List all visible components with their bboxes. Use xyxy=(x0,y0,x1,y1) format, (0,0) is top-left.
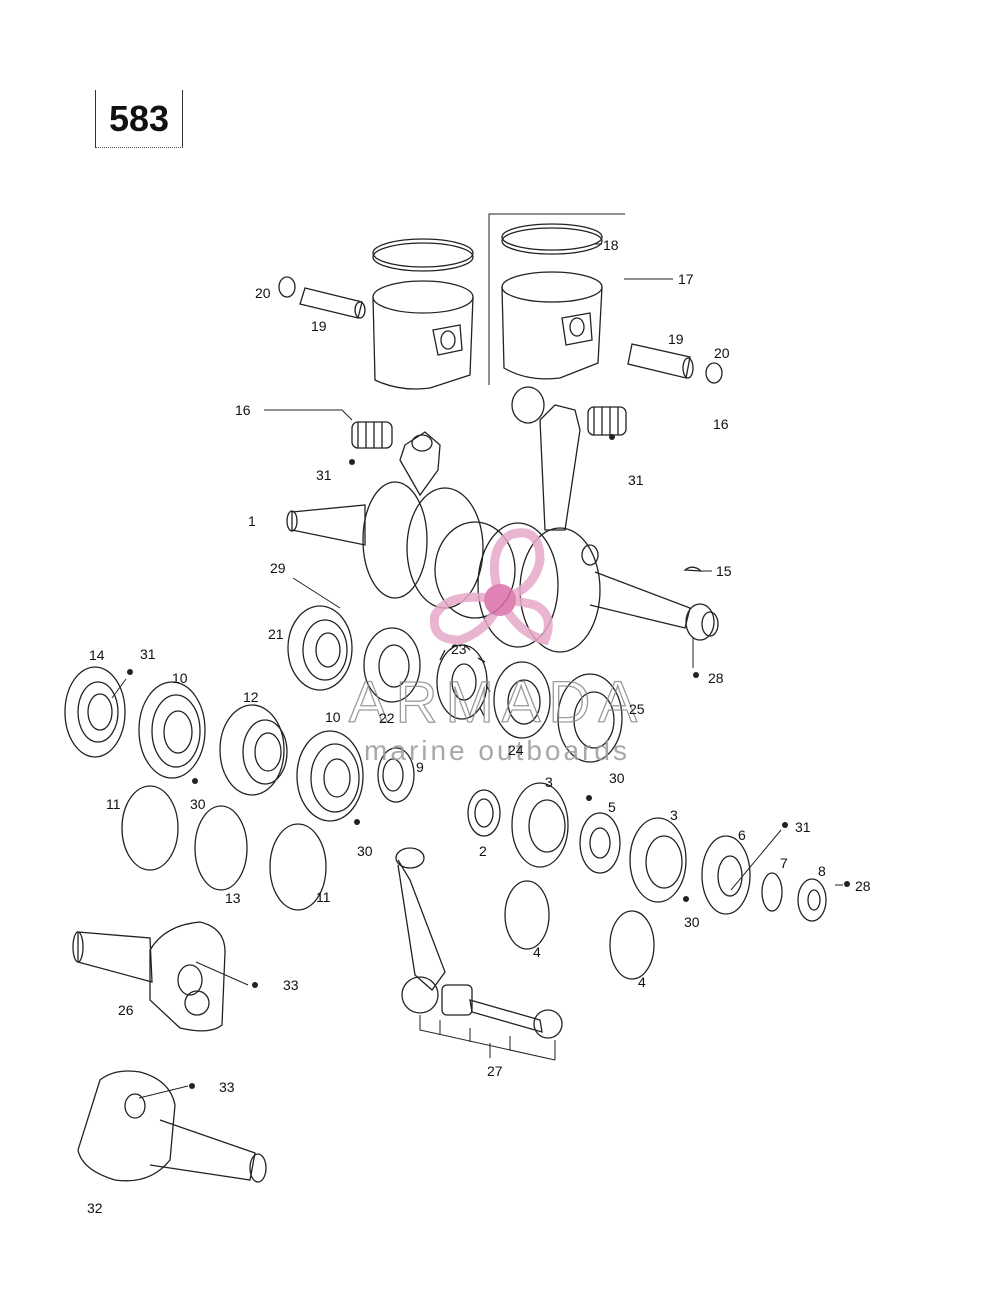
washer-7 xyxy=(761,872,783,912)
callout-4: 4 xyxy=(533,944,541,960)
callout-31: 31 xyxy=(795,819,811,835)
callout-7: 7 xyxy=(780,855,788,871)
bearing-25 xyxy=(557,673,623,763)
wrist-pin-right xyxy=(627,343,694,379)
callout-14: 14 xyxy=(89,647,105,663)
watermark: ARMADA marine outboards xyxy=(348,528,645,766)
callout-27: 27 xyxy=(487,1063,503,1079)
circlip-right xyxy=(705,362,723,384)
callout-23: 23 xyxy=(451,641,467,657)
gear-23 xyxy=(436,644,491,720)
washer-5 xyxy=(579,812,621,874)
callout-1: 1 xyxy=(248,513,256,529)
piston-ring-left-2 xyxy=(372,242,474,272)
o-ring-4-right xyxy=(609,910,655,980)
kit-bracket xyxy=(488,213,625,385)
bearing-12 xyxy=(219,704,288,796)
spacer-2 xyxy=(467,789,501,837)
callout-30: 30 xyxy=(609,770,625,786)
callout-30: 30 xyxy=(684,914,700,930)
needle-bearing-right xyxy=(587,406,627,436)
wrist-pin-left xyxy=(299,287,366,319)
bearing-24 xyxy=(493,661,551,739)
bearing-21 xyxy=(287,605,353,691)
connecting-rod-27 xyxy=(395,847,563,1061)
small-fasteners xyxy=(127,434,850,1089)
circlip-left xyxy=(278,276,296,298)
o-ring-4-left xyxy=(504,880,550,950)
piston-right xyxy=(501,271,603,380)
callout-4: 4 xyxy=(638,974,646,990)
page-number: 583 xyxy=(108,98,170,139)
callout-5: 5 xyxy=(608,799,616,815)
bearing-3-right xyxy=(629,817,687,903)
callout-31: 31 xyxy=(140,646,156,662)
callout-24: 24 xyxy=(508,742,524,758)
callout-20: 20 xyxy=(714,345,730,361)
callout-16: 16 xyxy=(235,402,251,418)
callout-26: 26 xyxy=(118,1002,134,1018)
callout-13: 13 xyxy=(225,890,241,906)
callout-12: 12 xyxy=(243,689,259,705)
piston-left xyxy=(372,280,474,390)
crank-half-32 xyxy=(77,1070,267,1183)
woodruff-key xyxy=(683,566,703,572)
callout-33: 33 xyxy=(283,977,299,993)
callout-28: 28 xyxy=(855,878,871,894)
callout-3: 3 xyxy=(545,774,553,790)
callout-31: 31 xyxy=(316,467,332,483)
watermark-logo xyxy=(429,528,553,646)
callout-8: 8 xyxy=(818,863,826,879)
callout-20: 20 xyxy=(255,285,271,301)
ball-bearing-10-right xyxy=(296,730,364,822)
leader-lines xyxy=(111,243,843,1099)
callout-19: 19 xyxy=(311,318,327,334)
callout-11: 11 xyxy=(316,889,331,905)
callout-30: 30 xyxy=(357,843,373,859)
callout-29: 29 xyxy=(270,560,286,576)
callout-11: 11 xyxy=(106,796,121,812)
watermark-tagline: marine outboards xyxy=(364,735,630,766)
callout-15: 15 xyxy=(716,563,732,579)
needle-bearing-left xyxy=(351,421,393,449)
crank-half-26 xyxy=(72,921,226,1032)
callout-16: 16 xyxy=(713,416,729,432)
o-ring-11-right xyxy=(269,823,327,911)
piston-ring-right xyxy=(501,223,603,251)
callout-2: 2 xyxy=(479,843,487,859)
piston-ring-left xyxy=(372,238,474,268)
callout-32: 32 xyxy=(87,1200,103,1216)
callout-21: 21 xyxy=(268,626,284,642)
callout-19: 19 xyxy=(668,331,684,347)
washer-9 xyxy=(377,747,415,803)
callout-9: 9 xyxy=(416,759,424,775)
callout-28: 28 xyxy=(708,670,724,686)
seal-6 xyxy=(701,835,751,915)
oil-seal-14 xyxy=(64,666,126,758)
callout-22: 22 xyxy=(379,710,395,726)
callout-17: 17 xyxy=(678,271,694,287)
callout-6: 6 xyxy=(738,827,746,843)
ball-bearing-10-left xyxy=(138,681,206,779)
nut-8 xyxy=(797,878,827,922)
page-number-box: 583 xyxy=(95,90,183,148)
callout-31: 31 xyxy=(628,472,644,488)
spacer-22 xyxy=(363,627,421,703)
o-ring-11-left xyxy=(121,785,179,871)
callout-10: 10 xyxy=(325,709,341,725)
bearing-3-left xyxy=(511,782,569,868)
callout-25: 25 xyxy=(629,701,645,717)
callout-30: 30 xyxy=(190,796,206,812)
watermark-brand: ARMADA xyxy=(349,670,645,735)
callout-3: 3 xyxy=(670,807,678,823)
callout-33: 33 xyxy=(219,1079,235,1095)
callout-10: 10 xyxy=(172,670,188,686)
o-ring-13 xyxy=(194,805,248,891)
callout-labels: 1 2 3 3 4 4 5 6 7 8 9 10 10 11 11 12 13 … xyxy=(87,237,871,1216)
crankshaft-assembly xyxy=(286,386,719,653)
callout-18: 18 xyxy=(603,237,619,253)
